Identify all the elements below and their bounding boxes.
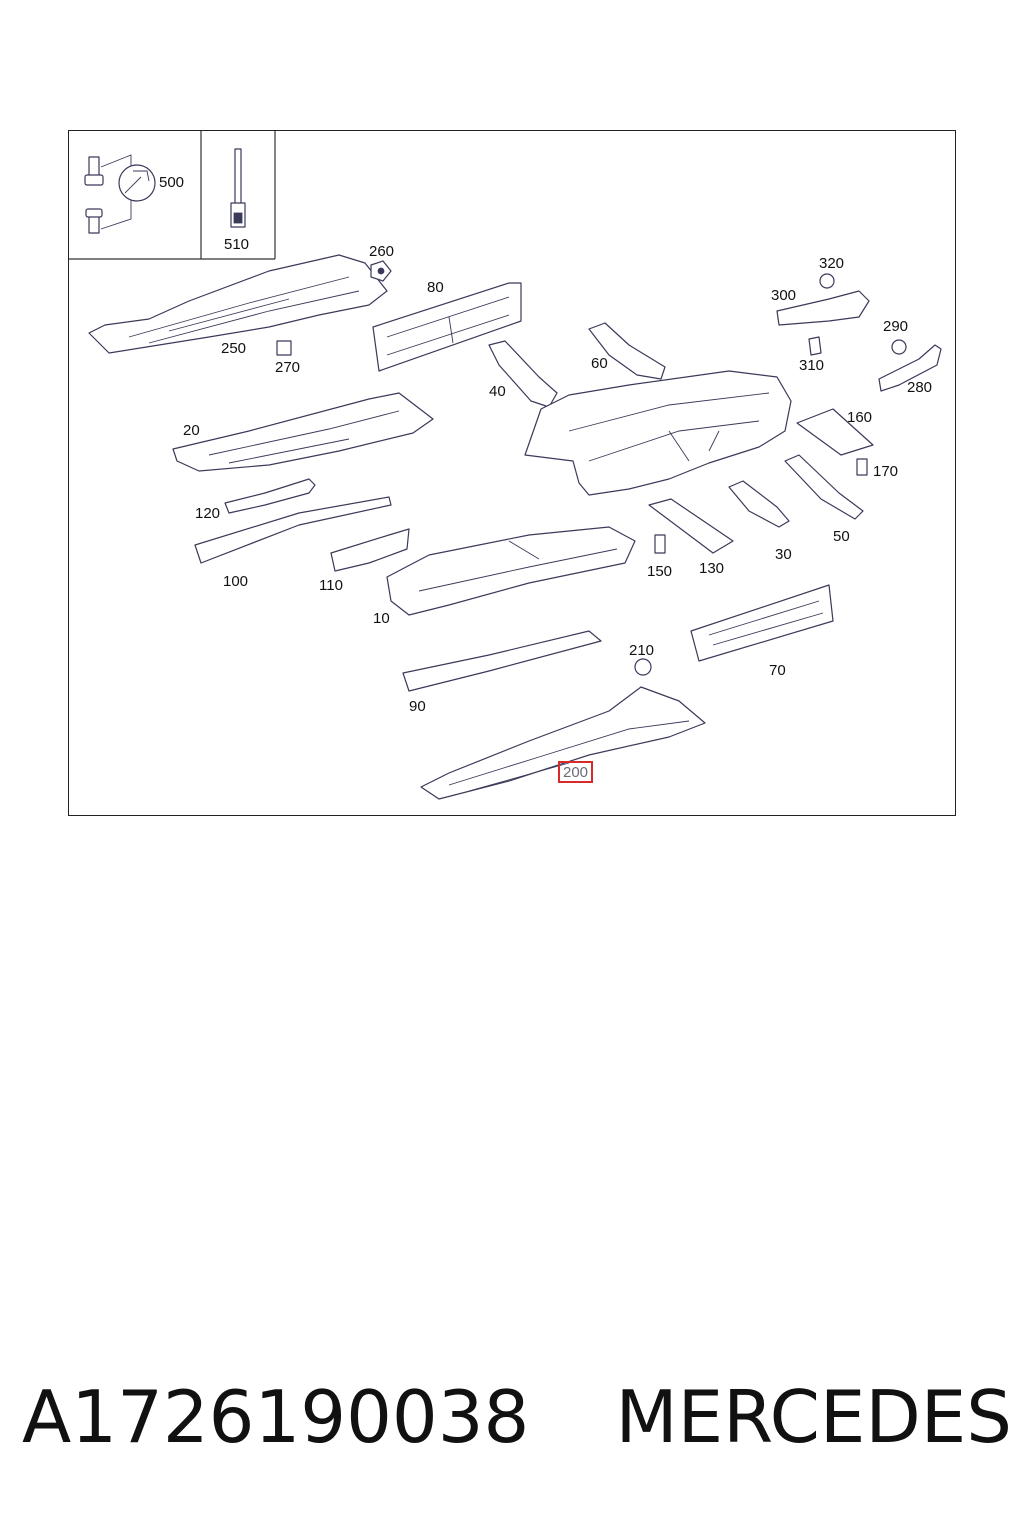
parts-diagram: 500 510 260 80 320 300 290 250 270 60 31… <box>68 130 956 816</box>
part-70-panel <box>690 584 834 662</box>
callout-80: 80 <box>427 279 444 296</box>
part-50-bracket <box>784 454 864 520</box>
part-150-bolt <box>654 534 666 554</box>
callout-160: 160 <box>847 409 873 426</box>
callout-50: 50 <box>833 528 850 545</box>
part-100-rail <box>194 496 392 564</box>
part-170-bolt <box>856 458 868 476</box>
callout-90: 90 <box>409 698 426 715</box>
callout-70: 70 <box>769 662 786 679</box>
part-290-nut <box>891 339 907 355</box>
part-90-rail <box>402 630 602 692</box>
callout-10: 10 <box>373 610 390 627</box>
part-300-bracket <box>776 290 870 326</box>
callout-100: 100 <box>223 573 249 590</box>
part-250-panel <box>88 254 388 354</box>
part-310-bolt <box>808 336 822 356</box>
part-60-bracket <box>588 322 666 380</box>
callout-320: 320 <box>819 255 845 272</box>
part-110-bracket <box>330 528 410 572</box>
part-270-nut <box>276 340 292 356</box>
callout-130: 130 <box>699 560 725 577</box>
callout-290: 290 <box>883 318 909 335</box>
part-10-floor <box>386 526 636 616</box>
callout-40: 40 <box>489 383 506 400</box>
callout-260: 260 <box>369 243 395 260</box>
part-130-plate <box>648 498 734 554</box>
part-260-clip <box>370 260 392 282</box>
part-number: A1726190038 <box>22 1375 530 1459</box>
part-20-panel <box>172 392 434 472</box>
callout-60: 60 <box>591 355 608 372</box>
parts-diagram-drawing <box>69 131 942 800</box>
brand-name: MERCEDES <box>615 1375 1012 1459</box>
part-160-plate <box>796 408 874 456</box>
callout-310: 310 <box>799 357 825 374</box>
part-80-panel <box>372 282 522 372</box>
callout-280: 280 <box>907 379 933 396</box>
callout-200-highlighted[interactable]: 200 <box>558 761 594 783</box>
part-40-bracket <box>488 340 558 408</box>
callout-300: 300 <box>771 287 797 304</box>
part-200-panel <box>420 686 706 800</box>
part-210-clip <box>634 658 652 676</box>
inset-label-500: 500 <box>159 174 185 191</box>
callout-110: 110 <box>319 577 343 594</box>
inset-label-510: 510 <box>224 236 250 253</box>
part-30-bracket <box>728 480 790 528</box>
callout-250: 250 <box>221 340 247 357</box>
fastener-inset <box>69 131 276 260</box>
part-caption: A1726190038 MERCEDES <box>22 1372 1012 1462</box>
callout-210: 210 <box>629 642 655 659</box>
callout-150: 150 <box>647 563 673 580</box>
center-tunnel <box>524 370 792 496</box>
part-120-trim <box>224 478 316 514</box>
part-320-nut <box>819 273 835 289</box>
part-280-bracket <box>878 344 942 392</box>
callout-20: 20 <box>183 422 200 439</box>
callout-270: 270 <box>275 359 301 376</box>
callout-170: 170 <box>873 463 899 480</box>
callout-30: 30 <box>775 546 792 563</box>
callout-120: 120 <box>195 505 221 522</box>
